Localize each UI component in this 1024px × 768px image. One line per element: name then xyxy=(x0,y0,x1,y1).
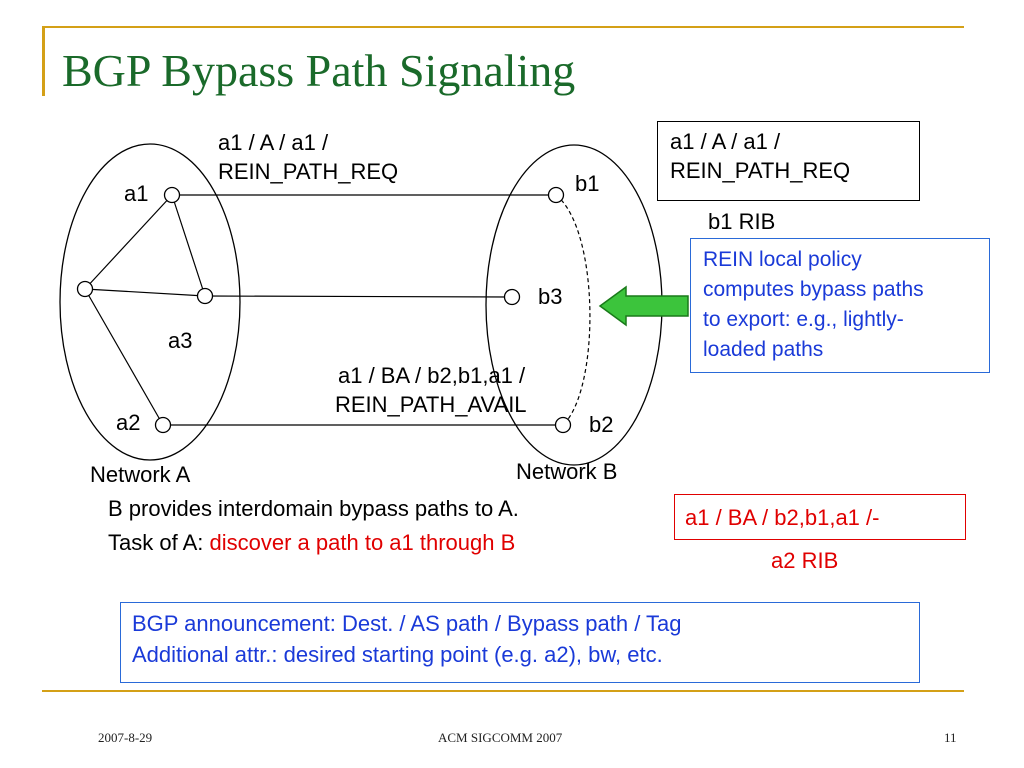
announcement-line1: BGP announcement: Dest. / AS path / Bypa… xyxy=(132,611,682,636)
bypass-path-b1-b2 xyxy=(555,194,591,426)
description-line2: Task of A: discover a path to a1 through… xyxy=(108,530,515,556)
footer-page-number: 11 xyxy=(944,730,957,745)
footer-date: 2007-8-29 xyxy=(98,730,153,745)
msg-request-line1: a1 / A / a1 / xyxy=(218,130,329,155)
node-label-b3: b3 xyxy=(538,284,563,309)
b1-rib-entry-box: a1 / A / a1 / REIN_PATH_REQ xyxy=(657,121,920,201)
network-b-label: Network B xyxy=(516,459,618,484)
node-label-a3: a3 xyxy=(168,328,193,353)
node-b2 xyxy=(554,416,572,434)
node-b1 xyxy=(547,186,565,204)
node-b3 xyxy=(503,288,521,306)
link-anode-a2 xyxy=(84,288,164,426)
node-a2 xyxy=(154,416,172,434)
msg-avail-line1: a1 / BA / b2,b1,a1 / xyxy=(338,363,526,388)
node-a-unlabeled xyxy=(76,280,94,298)
title-left-bar xyxy=(42,28,45,96)
page-title: BGP Bypass Path Signaling xyxy=(62,45,576,96)
policy-note-line2: computes bypass paths xyxy=(703,278,924,301)
node-label-a2: a2 xyxy=(116,410,141,435)
a2-rib-label: a2 RIB xyxy=(771,548,839,573)
description-line1: B provides interdomain bypass paths to A… xyxy=(108,496,519,521)
b1-rib-label: b1 RIB xyxy=(708,209,776,234)
node-label-a1: a1 xyxy=(124,181,149,206)
a2-rib-entry-box: a1 / BA / b2,b1,a1 /- xyxy=(674,494,966,540)
title-top-rule xyxy=(42,26,964,28)
a2-rib-entry: a1 / BA / b2,b1,a1 /- xyxy=(685,505,880,530)
link-anode-a3 xyxy=(84,288,206,297)
description-task-highlight: discover a path to a1 through B xyxy=(209,530,516,555)
msg-avail-line2: REIN_PATH_AVAIL xyxy=(335,392,527,417)
link-a3-b3 xyxy=(204,295,513,298)
policy-arrow-icon xyxy=(598,285,689,327)
node-label-b1: b1 xyxy=(575,171,600,196)
network-a-ellipse xyxy=(59,143,241,461)
announcement-line2: Additional attr.: desired starting point… xyxy=(132,642,663,667)
description-task-prefix: Task of A: xyxy=(108,530,204,555)
policy-note-line1: REIN local policy xyxy=(703,248,862,271)
b1-rib-entry-line1: a1 / A / a1 / xyxy=(670,129,781,154)
node-a3 xyxy=(196,287,214,305)
node-a1 xyxy=(163,186,181,204)
bottom-rule xyxy=(42,690,964,692)
link-a1-anode xyxy=(84,194,173,290)
policy-note-line4: loaded paths xyxy=(703,338,824,361)
link-a1-a3 xyxy=(171,194,206,297)
msg-request-line2: REIN_PATH_REQ xyxy=(218,159,399,184)
policy-note-line3: to export: e.g., lightly- xyxy=(703,308,904,331)
b1-rib-entry-line2: REIN_PATH_REQ xyxy=(670,158,851,183)
announcement-box: BGP announcement: Dest. / AS path / Bypa… xyxy=(120,602,920,683)
policy-note-box: REIN local policy computes bypass paths … xyxy=(690,238,990,373)
network-a-label: Network A xyxy=(90,462,191,487)
footer-venue: ACM SIGCOMM 2007 xyxy=(438,730,563,745)
node-label-b2: b2 xyxy=(589,412,614,437)
